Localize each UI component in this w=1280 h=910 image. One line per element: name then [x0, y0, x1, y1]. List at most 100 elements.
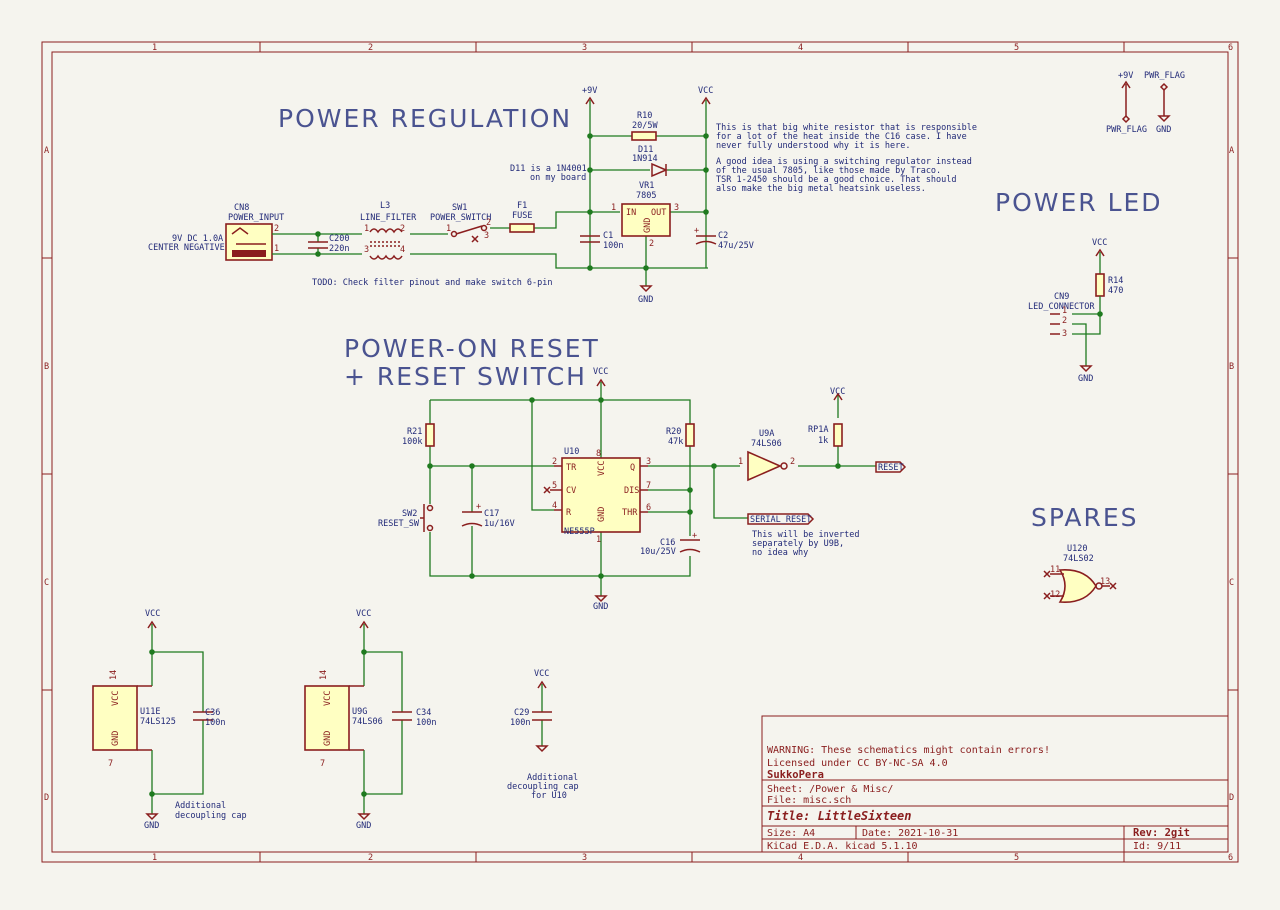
d11-note-1: D11 is a 1N4001 — [510, 164, 587, 174]
vcc-label: VCC — [593, 367, 608, 377]
tb-size: Size: A4 — [767, 828, 815, 839]
c200-value: 220n — [329, 244, 349, 254]
col-label: 3 — [582, 853, 587, 863]
c1-value: 100n — [603, 241, 623, 251]
u9a-ref: U9A — [759, 429, 774, 439]
resistor-r14 — [1095, 273, 1105, 297]
electrolytic-plate-icon — [461, 522, 483, 527]
pin-number: 1 — [738, 457, 743, 467]
tb-warning: WARNING: These schematics might contain … — [767, 745, 1050, 756]
note-line: This is that big white resistor that is … — [716, 123, 977, 133]
vcc-label: VCC — [698, 86, 713, 96]
decoupling-c29: VCC C29 100n Additional decoupling cap f… — [507, 669, 579, 801]
flag-9v-label: +9V — [1118, 71, 1133, 81]
cn9-value: LED_CONNECTOR — [1028, 302, 1095, 312]
col-label: 6 — [1228, 853, 1233, 863]
nor-gate-u120 — [1058, 569, 1097, 603]
u10-pin-vcc: VCC — [597, 461, 607, 476]
timer-u10 — [561, 457, 641, 533]
pin-number: 7 — [320, 759, 325, 769]
jack-pin-icon — [232, 250, 266, 257]
tb-id: Id: 9/11 — [1133, 841, 1181, 852]
r21-value: 100k — [402, 437, 422, 447]
heading-spares: SPARES — [1031, 503, 1138, 532]
title-block: WARNING: These schematics might contain … — [761, 715, 1229, 853]
no-connect-icon — [543, 486, 551, 494]
vr1-value: 7805 — [636, 191, 656, 201]
l3-value: LINE_FILTER — [360, 213, 417, 223]
r21-ref: R21 — [407, 427, 422, 437]
decoupling-note-1: Additional — [175, 801, 226, 811]
fuse-f1 — [509, 223, 535, 233]
resistor-r10 — [631, 131, 657, 141]
up-arrow-icon — [1095, 248, 1105, 257]
c17-ref: C17 — [484, 509, 499, 519]
c2-value: 47u/25V — [718, 241, 754, 251]
note-line: This will be inverted — [752, 530, 859, 540]
tb-rev: Rev: 2git — [1133, 827, 1190, 839]
c2-ref: C2 — [718, 231, 728, 241]
note-line: also make the big metal heatsink useless… — [716, 184, 926, 194]
pin-number: 1 — [446, 224, 451, 234]
pin-number: 2 — [649, 239, 654, 249]
decoupling-note-2: decoupling cap — [175, 811, 247, 821]
d11-value: 1N914 — [632, 154, 658, 164]
decoupling-note-2: decoupling cap — [507, 782, 579, 792]
resistor-r21 — [425, 423, 435, 447]
vcc-label: VCC — [356, 609, 371, 619]
pin-number: 14 — [319, 670, 329, 680]
col-label: 3 — [582, 43, 587, 53]
c34-ref: C34 — [416, 708, 431, 718]
sw1-ref: SW1 — [452, 203, 467, 213]
c34-value: 100n — [416, 718, 436, 728]
u10-pin-cv: CV — [566, 486, 576, 496]
power-regulation-circuit: CN8 POWER_INPUT 9V DC 1.0A CENTER NEGATI… — [148, 86, 977, 305]
col-label: 2 — [368, 853, 373, 863]
jack-note-2: CENTER NEGATIVE — [148, 243, 225, 253]
c16-value: 10u/25V — [640, 547, 676, 557]
polarity-plus-icon: + — [476, 502, 481, 512]
u11e-value: 74LS125 — [140, 717, 176, 727]
pin-number: 3 — [674, 203, 679, 213]
u9a-value: 74LS06 — [751, 439, 782, 449]
u9g-value: 74LS06 — [352, 717, 383, 727]
up-arrow-icon — [596, 378, 606, 387]
note-line: A good idea is using a switching regulat… — [716, 157, 972, 167]
f1-value: FUSE — [512, 211, 532, 221]
col-label: 5 — [1014, 853, 1019, 863]
pin-number: 4 — [400, 245, 405, 255]
inductor-coil-icon — [369, 228, 403, 234]
gnd-label: GND — [1156, 125, 1171, 135]
gnd-pin-label: GND — [111, 731, 121, 746]
tb-kicad: KiCad E.D.A. kicad 5.1.10 — [767, 841, 918, 852]
decoupling-u9g: VCC VCC GND U9G 74LS06 14 7 C34 100n GND — [304, 609, 436, 831]
pin-number: 12 — [1050, 590, 1060, 600]
r14-value: 470 — [1108, 286, 1123, 296]
pin-number: 2 — [1062, 316, 1067, 326]
up-arrow-icon — [585, 96, 595, 105]
u10-pin-r: R — [566, 508, 572, 518]
cn9-ref: CN9 — [1054, 292, 1069, 302]
decoupling-note-3: for U10 — [531, 791, 567, 801]
row-label: D — [1229, 793, 1234, 803]
row-label: B — [1229, 362, 1234, 372]
ground-icon — [535, 745, 549, 753]
resistor-rp1a — [833, 423, 843, 447]
u10-pin-tr: TR — [566, 463, 577, 473]
ground-icon — [1079, 365, 1093, 373]
u10-value: NE555P — [564, 527, 595, 537]
up-arrow-icon — [359, 620, 369, 629]
row-label: B — [44, 362, 49, 372]
cn8-value: POWER_INPUT — [228, 213, 284, 223]
diode-icon — [651, 162, 668, 178]
sheet-frame — [41, 41, 1239, 863]
tb-title: Title: LittleSixteen — [767, 809, 912, 823]
note-line: no idea why — [752, 548, 808, 558]
up-arrow-icon — [1121, 80, 1131, 89]
pin-number: 2 — [400, 224, 405, 234]
pin-number: 2 — [552, 457, 557, 467]
r20-ref: R20 — [666, 427, 681, 437]
vcc-label: VCC — [830, 387, 845, 397]
